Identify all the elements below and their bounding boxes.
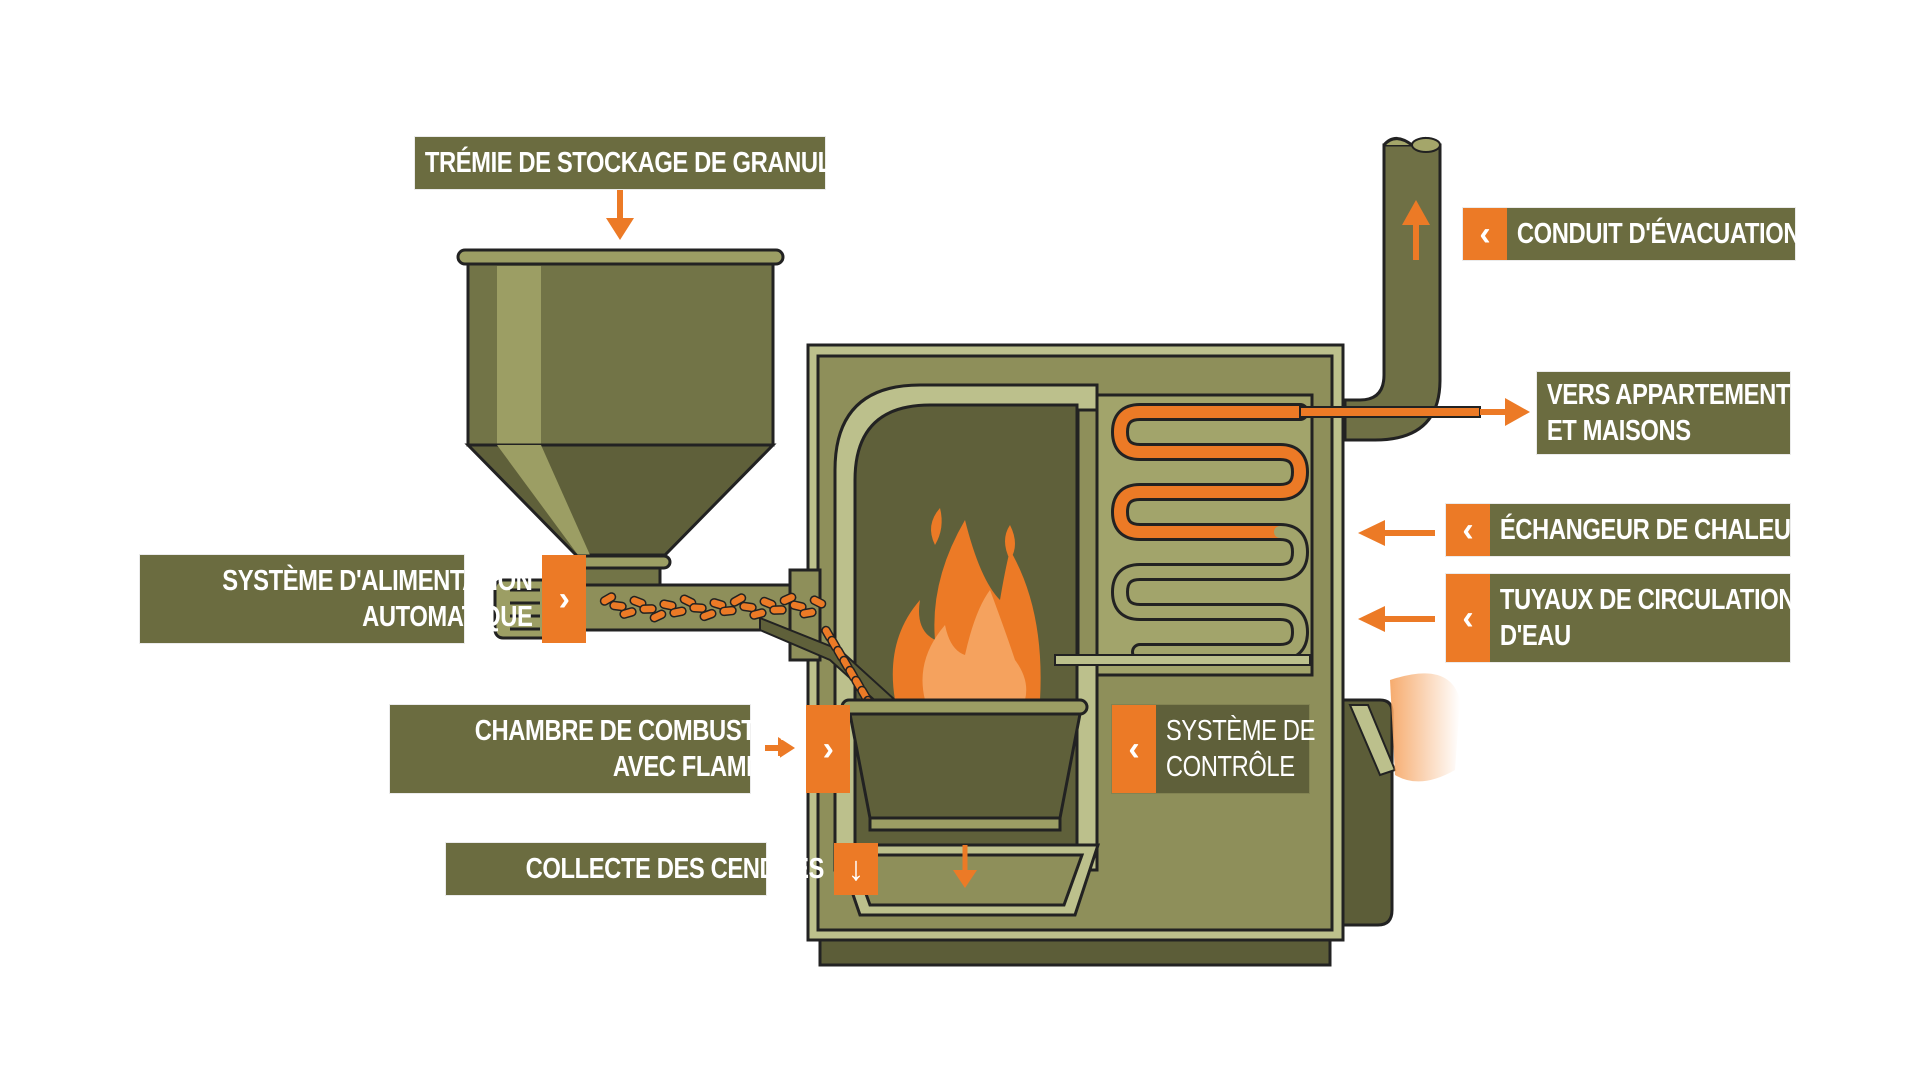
label-hopper: TRÉMIE DE STOCKAGE DE GRANULÉS: [415, 137, 863, 189]
pellet: [699, 608, 717, 622]
down-arrow-icon: ↓: [833, 843, 878, 895]
chevron-left-icon: ‹: [1112, 705, 1156, 793]
pellet: [739, 601, 757, 613]
label-combustion-text: CHAMBRE DE COMBUSTION AVEC FLAMMES: [474, 715, 797, 783]
pellet: [769, 605, 787, 615]
chevron-left-icon: ‹: [1463, 208, 1507, 260]
label-heat-exchanger: ‹ ÉCHANGEUR DE CHALEUR: [1446, 504, 1808, 556]
label-hopper-text: TRÉMIE DE STOCKAGE DE GRANULÉS: [424, 147, 863, 179]
label-feed-system-text: SYSTÈME D'ALIMENTATION AUTOMATIQUE: [222, 565, 533, 633]
chevron-left-icon: ‹: [1446, 504, 1490, 556]
label-flue: ‹ CONDUIT D'ÉVACUATION: [1463, 208, 1800, 260]
burn-pot: [840, 698, 1089, 832]
label-flue-text: CONDUIT D'ÉVACUATION: [1516, 218, 1801, 250]
label-feed-system: SYSTÈME D'ALIMENTATION AUTOMATIQUE ›: [140, 555, 587, 643]
label-water-pipes-text: TUYAUX DE CIRCULATION D'EAU: [1499, 584, 1796, 652]
pellet: [729, 593, 747, 607]
combustion-arrow: [765, 737, 795, 759]
chevron-right-icon: ›: [542, 555, 587, 643]
flue-pipe: [1343, 137, 1442, 442]
pellet: [799, 607, 817, 619]
pellet: [719, 605, 737, 617]
label-control-text: SYSTÈME DE CONTRÔLE: [1165, 715, 1316, 783]
label-to-homes-text: VERS APPARTEMENTS ET MAISONS: [1546, 379, 1806, 447]
hopper-down-arrow: [606, 190, 634, 240]
label-heat-exchanger-text: ÉCHANGEUR DE CHALEUR: [1499, 514, 1808, 546]
flue-up-arrow: [1402, 200, 1430, 260]
label-control: ‹ SYSTÈME DE CONTRÔLE: [1112, 705, 1315, 793]
chevron-left-icon: ‹: [1446, 574, 1490, 662]
heat-exchanger-arrow: [1358, 520, 1435, 546]
pellet: [809, 595, 827, 609]
label-combustion: CHAMBRE DE COMBUSTION AVEC FLAMMES ›: [390, 705, 851, 793]
pellet: [599, 592, 617, 606]
chevron-right-icon: ›: [806, 705, 851, 793]
wood-pellets: [599, 592, 901, 753]
label-to-homes: VERS APPARTEMENTS ET MAISONS: [1537, 372, 1806, 454]
label-ash: COLLECTE DES CENDRES ↓: [446, 843, 878, 895]
pellet: [609, 600, 627, 612]
heat-exchanger-coil: [1054, 393, 1530, 677]
pellet: [639, 604, 657, 614]
pellet: [659, 599, 677, 611]
pellet: [649, 609, 667, 623]
pellet: [789, 600, 807, 612]
ash-down-arrow: [953, 845, 977, 888]
pellet: [709, 598, 727, 610]
to-homes-arrow: [1480, 398, 1530, 426]
label-ash-text: COLLECTE DES CENDRES: [525, 853, 825, 885]
label-water-pipes: ‹ TUYAUX DE CIRCULATION D'EAU: [1446, 574, 1796, 662]
pellet: [669, 606, 687, 618]
pellet: [779, 592, 797, 606]
pellet: [689, 603, 707, 613]
pellet: [619, 607, 637, 619]
water-pipes-arrow: [1358, 606, 1435, 632]
flame-icon: [892, 508, 1041, 700]
pellet: [749, 608, 767, 620]
